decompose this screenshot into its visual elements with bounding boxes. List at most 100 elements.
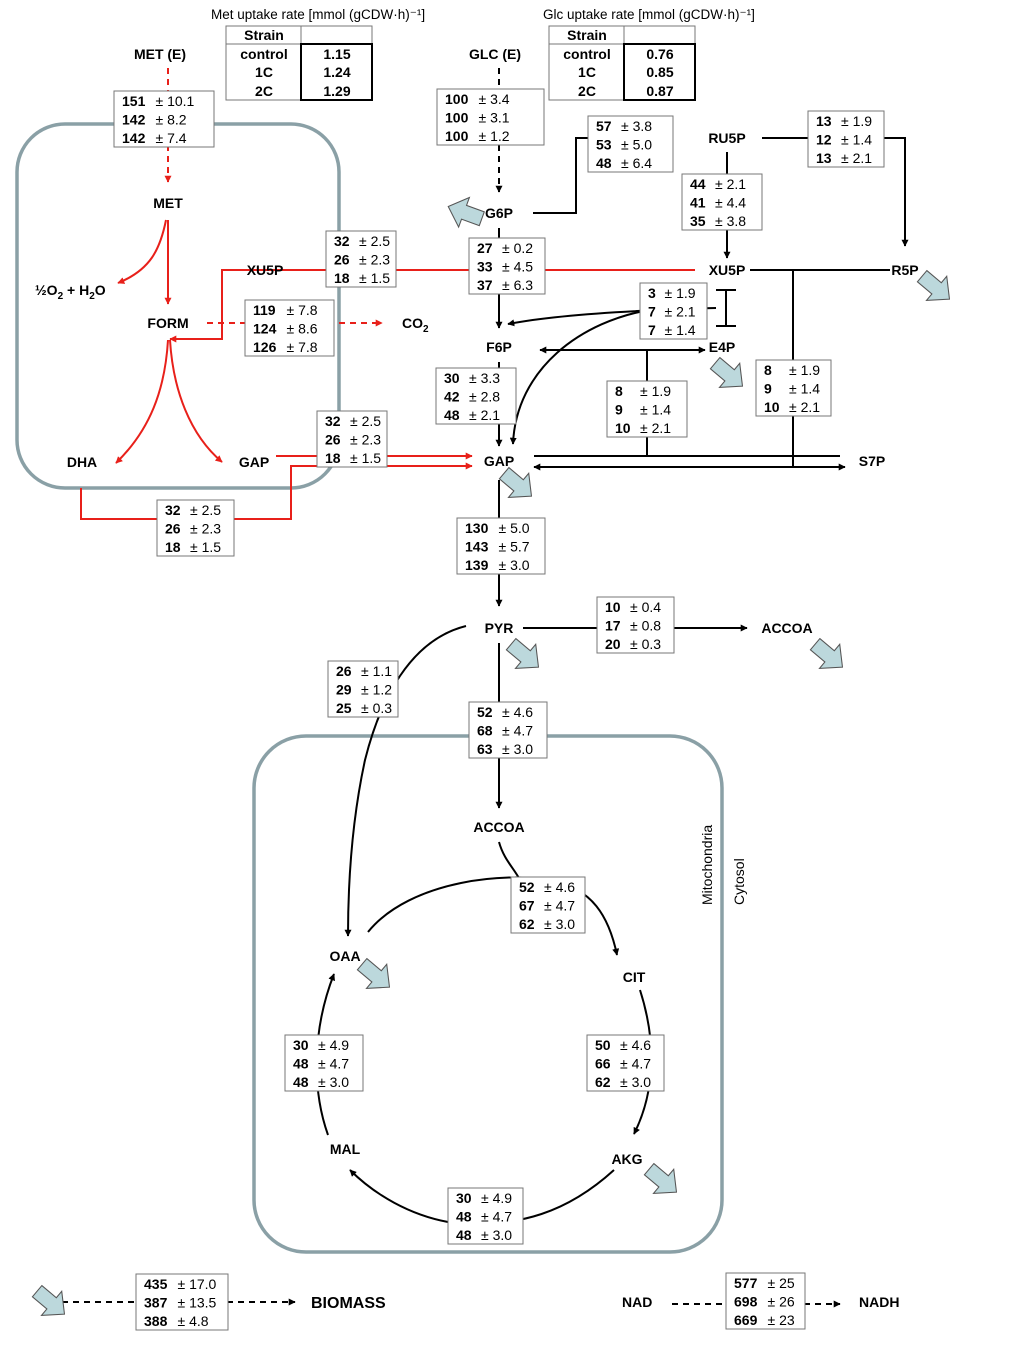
flux-value: 30 xyxy=(444,370,460,386)
flux-error: ± 1.2 xyxy=(361,682,392,698)
flux-value: 30 xyxy=(293,1037,309,1053)
drain-arrow-icon xyxy=(916,269,951,302)
flux-error: ± 10.1 xyxy=(156,93,195,109)
flux-value: 18 xyxy=(334,270,350,286)
flux-error: ± 7.8 xyxy=(287,339,318,355)
metabolite-f6p: F6P xyxy=(486,339,512,355)
flux-value: 669 xyxy=(734,1312,758,1328)
met-uptake-table: Strain control 1C 2C 1.15 1.24 1.29 xyxy=(225,25,373,101)
flux-error: ± 4.7 xyxy=(544,898,575,914)
glc-table-strain: 2C xyxy=(578,83,596,99)
flux-error: ± 6.3 xyxy=(502,277,533,293)
flux-box-cit-syn: 52± 4.667± 4.762± 3.0 xyxy=(510,876,586,934)
flux-value: 29 xyxy=(336,682,352,698)
flux-error: ± 4.7 xyxy=(502,723,533,739)
flux-value: 388 xyxy=(144,1313,168,1329)
flux-box-xu5p-transfer: 32± 2.526± 2.318± 1.5 xyxy=(325,230,397,288)
flux-error: ± 0.8 xyxy=(630,618,661,634)
flux-error: ± 2.1 xyxy=(789,399,820,415)
flux-error: ± 3.3 xyxy=(469,370,500,386)
flux-error: ± 1.4 xyxy=(665,322,696,338)
flux-value: 100 xyxy=(445,128,469,144)
flux-error: ± 2.8 xyxy=(469,389,500,405)
flux-error: ± 4.6 xyxy=(544,879,575,895)
flux-value: 68 xyxy=(477,723,493,739)
metabolite-mal: MAL xyxy=(330,1141,361,1157)
flux-value: 48 xyxy=(293,1056,309,1072)
flux-value: 26 xyxy=(334,252,350,268)
flux-value: 12 xyxy=(816,132,832,148)
flux-value: 9 xyxy=(764,381,772,397)
biomass-label: BIOMASS xyxy=(311,1295,386,1312)
flux-value: 13 xyxy=(816,150,832,166)
flux-error: ± 26 xyxy=(768,1294,795,1310)
flux-error: ± 8.2 xyxy=(156,112,187,128)
flux-value: 44 xyxy=(690,176,706,192)
flux-value: 26 xyxy=(336,663,352,679)
flux-value: 577 xyxy=(734,1275,758,1291)
flux-error: ± 13.5 xyxy=(178,1295,217,1311)
flux-value: 151 xyxy=(122,93,146,109)
flux-value: 52 xyxy=(519,879,535,895)
flux-value: 48 xyxy=(456,1209,472,1225)
drain-arrow-icon xyxy=(498,466,533,499)
flux-error: ± 3.0 xyxy=(481,1227,512,1243)
metabolite-s7p: S7P xyxy=(859,453,885,469)
flux-error: ± 2.1 xyxy=(715,176,746,192)
metabolite-cit: CIT xyxy=(623,969,646,985)
flux-value: 48 xyxy=(293,1074,309,1090)
flux-error: ± 8.6 xyxy=(287,321,318,337)
flux-value: 10 xyxy=(605,599,621,615)
flux-box-pyr-oaa: 26± 1.129± 1.225± 0.3 xyxy=(327,660,399,718)
svg-text:½O2 + H2O: ½O2 + H2O xyxy=(35,282,106,302)
flux-error: ± 17.0 xyxy=(178,1276,217,1292)
flux-box-tkt2: 8± 1.99± 1.410± 2.1 xyxy=(755,359,832,417)
met-table-strain: 2C xyxy=(255,83,273,99)
flux-value: 26 xyxy=(165,521,181,537)
flux-value: 7 xyxy=(648,322,656,338)
flux-value: 17 xyxy=(605,618,621,634)
flux-error: ± 7.8 xyxy=(287,302,318,318)
flux-error: ± 1.9 xyxy=(789,362,820,378)
flux-box-g6p-f6p: 27± 0.233± 4.537± 6.3 xyxy=(468,237,546,295)
glc-uptake-table: Strain control 1C 2C 0.76 0.85 0.87 xyxy=(548,25,696,101)
flux-value: 10 xyxy=(764,399,780,415)
drain-arrow-icon xyxy=(643,1162,678,1195)
metabolite-o2-h2o: ½O2 + H2O xyxy=(35,282,106,302)
flux-value: 143 xyxy=(465,539,489,555)
flux-box-pyr-accoa: 10± 0.417± 0.820± 0.3 xyxy=(596,596,675,654)
flux-value: 124 xyxy=(253,321,277,337)
red-pathway-lines xyxy=(80,68,695,520)
drain-arrow-icon xyxy=(447,196,485,229)
flux-value: 8 xyxy=(764,362,772,378)
flux-error: ± 2.5 xyxy=(359,233,390,249)
mitochondria-label: Mitochondria xyxy=(699,825,715,905)
metabolite-accoa-cytosol: ACCOA xyxy=(761,620,812,636)
flux-value: 67 xyxy=(519,898,535,914)
drain-arrow-icon xyxy=(809,637,844,670)
flux-value: 18 xyxy=(325,450,341,466)
flux-error: ± 3.8 xyxy=(621,118,652,134)
metabolite-akg: AKG xyxy=(611,1151,642,1167)
flux-error: ± 0.3 xyxy=(361,700,392,716)
flux-error: ± 4.5 xyxy=(502,259,533,275)
metabolite-oaa: OAA xyxy=(329,948,360,964)
metabolite-pyr: PYR xyxy=(485,620,514,636)
metabolite-xu5p: XU5P xyxy=(709,262,746,278)
flux-error: ± 7.4 xyxy=(156,130,187,146)
flux-error: ± 4.4 xyxy=(715,195,746,211)
metabolite-dha: DHA xyxy=(67,454,97,470)
flux-value: 50 xyxy=(595,1037,611,1053)
flux-error: ± 2.3 xyxy=(190,521,221,537)
flux-box-ru5p-r5p: 13± 1.912± 1.413± 2.1 xyxy=(807,110,885,168)
flux-box-gap-transfer: 32± 2.526± 2.318± 1.5 xyxy=(316,410,388,468)
flux-error: ± 1.5 xyxy=(190,539,221,555)
flux-error: ± 0.4 xyxy=(630,599,661,615)
flux-error: ± 3.8 xyxy=(715,213,746,229)
glc-table-value: 0.85 xyxy=(646,64,673,80)
flux-value: 30 xyxy=(456,1190,472,1206)
flux-value: 41 xyxy=(690,195,706,211)
